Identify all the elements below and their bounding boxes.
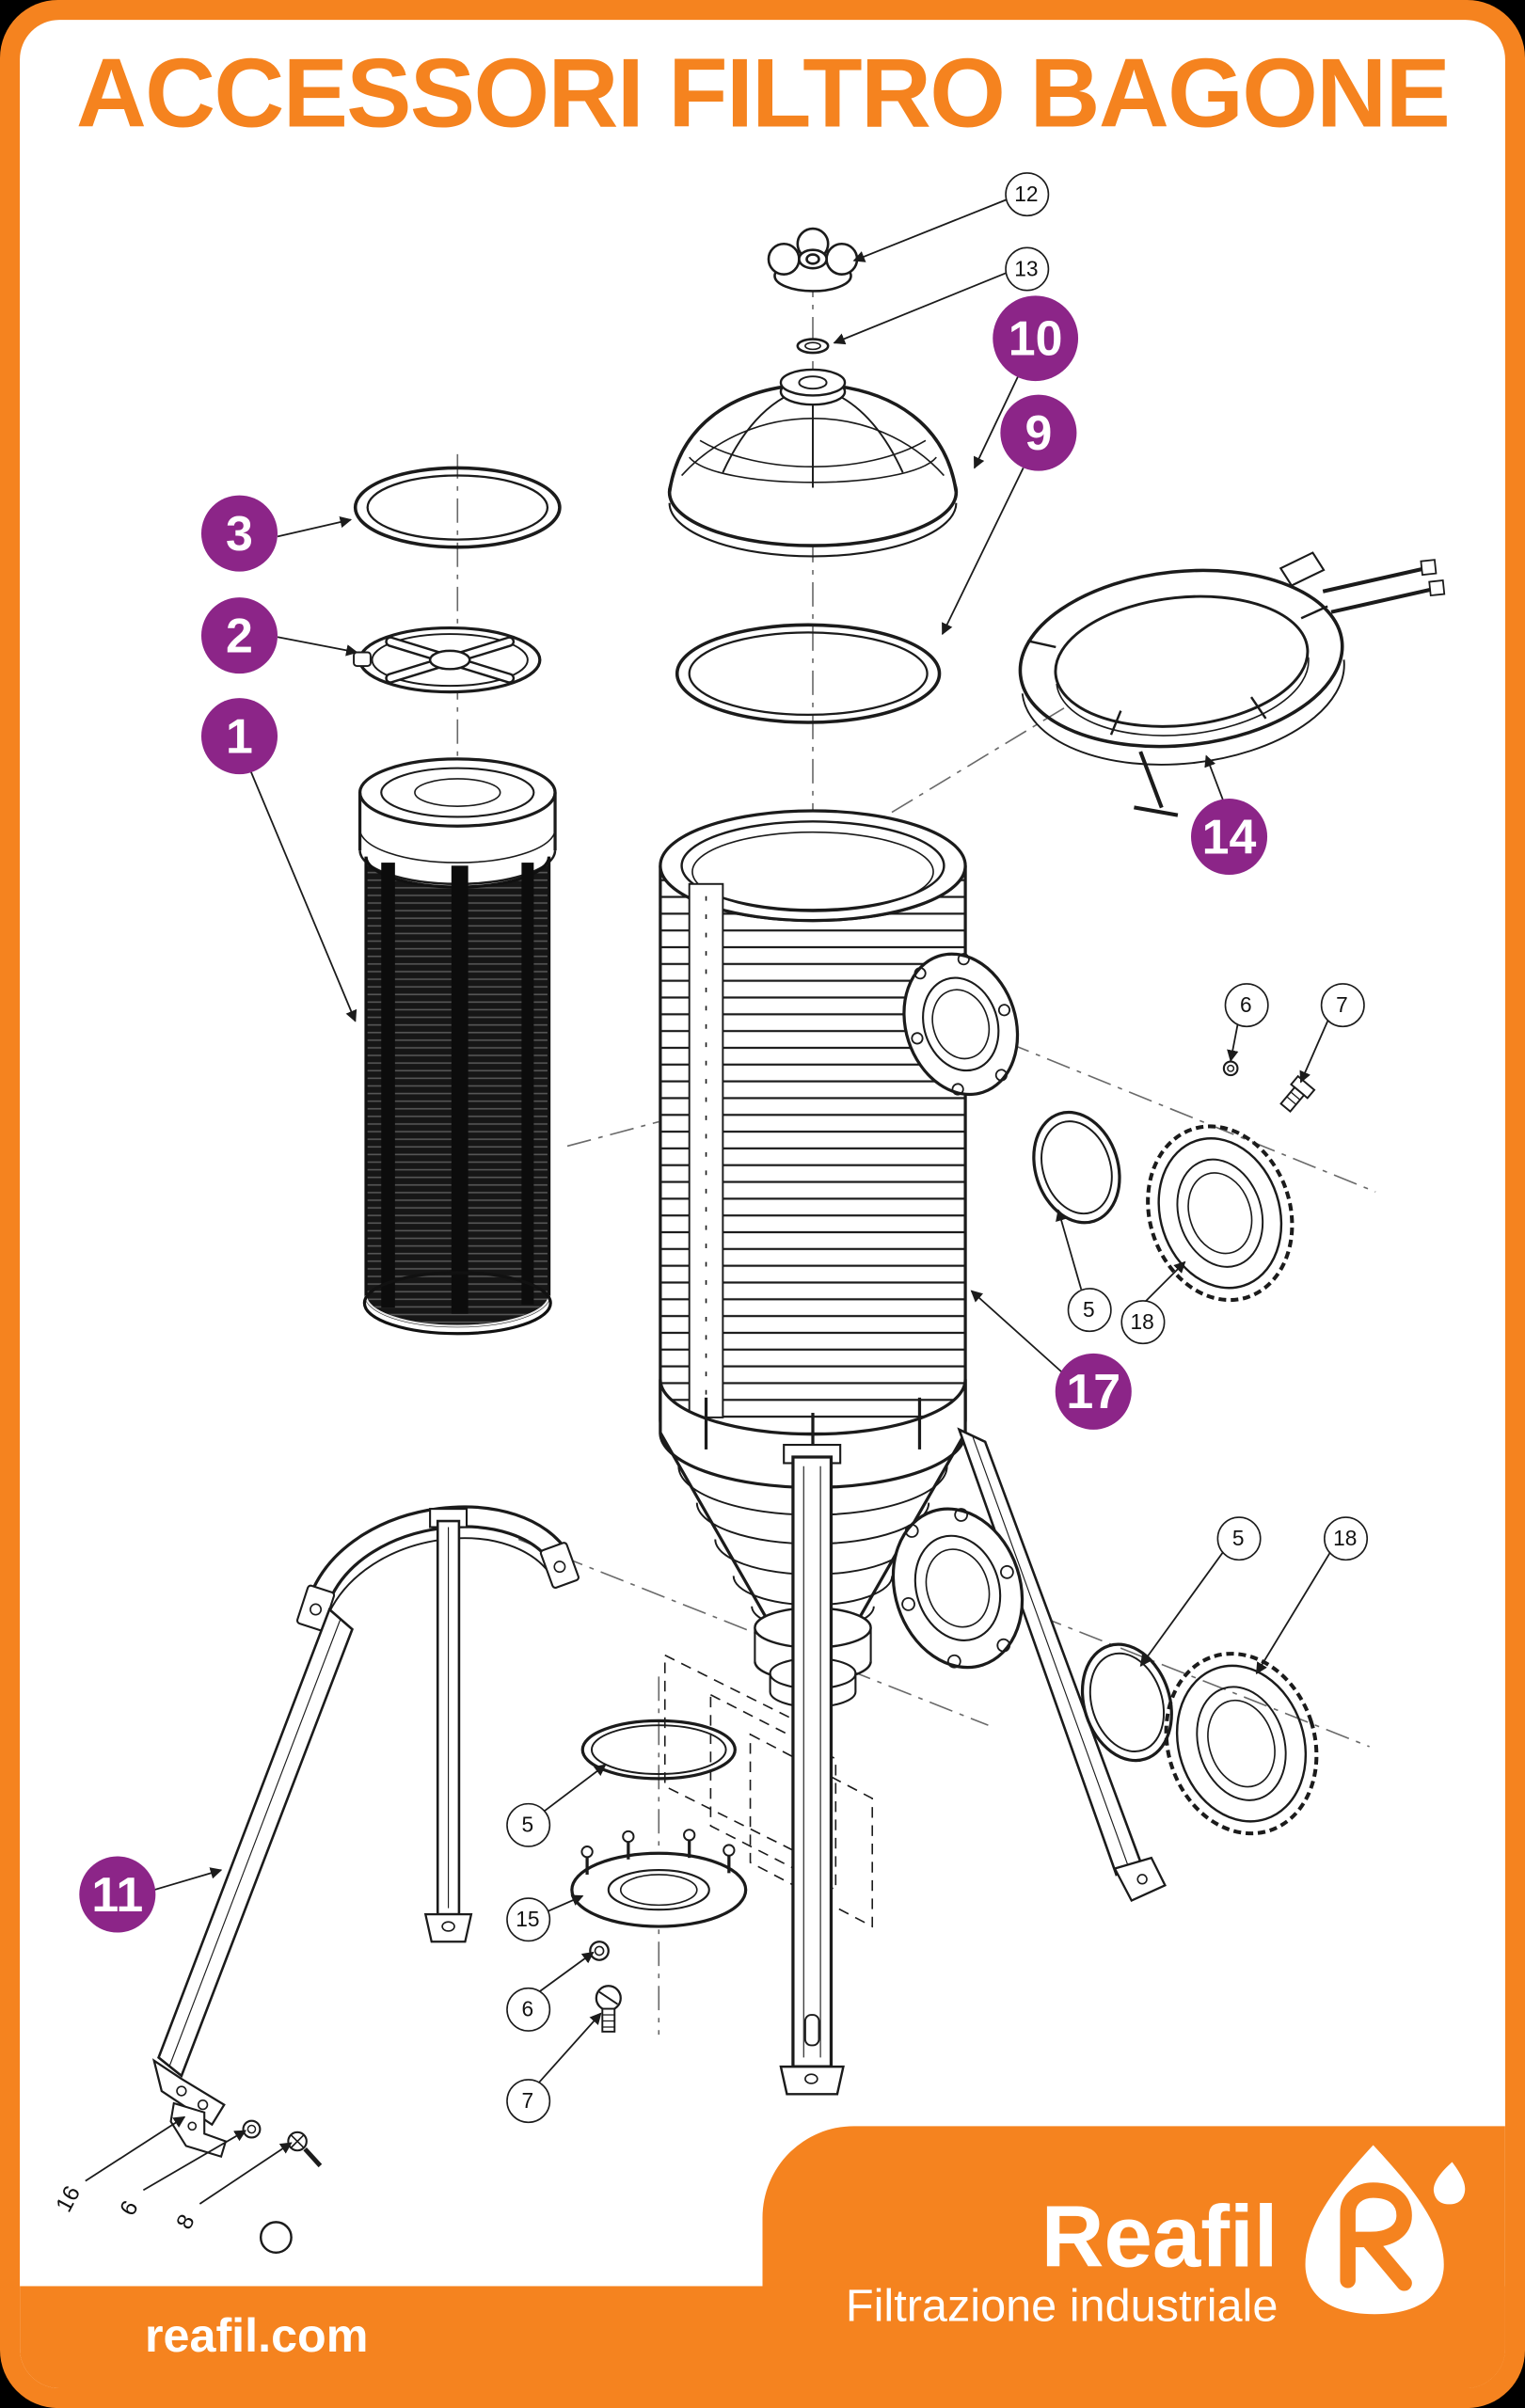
part-ref-12: 12 <box>1004 171 1049 216</box>
o-ring-3 <box>353 466 562 549</box>
callout-3: 3 <box>200 495 278 572</box>
website-link[interactable]: reafil.com <box>144 2308 369 2363</box>
callout-10: 10 <box>993 295 1079 382</box>
bolt-6-upper <box>1222 1060 1239 1077</box>
callout-14: 14 <box>1191 799 1268 876</box>
brand-name: Reafil <box>1040 2188 1279 2287</box>
support-legs-11 <box>151 1427 1167 2127</box>
callout-9: 9 <box>1000 394 1077 471</box>
lower-port-flange <box>891 1507 1025 1670</box>
o-ring-5-upper <box>1032 1110 1121 1225</box>
callout-11: 11 <box>79 1856 156 1933</box>
reafil-logo-icon <box>1305 2145 1466 2315</box>
screw-7-upper <box>1279 1074 1316 1114</box>
callout-17: 17 <box>1055 1353 1132 1430</box>
callout-2: 2 <box>200 597 278 674</box>
part-ref-18-upper: 18 <box>1120 1299 1165 1344</box>
lid-insert-2 <box>353 626 542 694</box>
part-ref-7-bottom: 7 <box>505 2078 550 2123</box>
brand-tagline: Filtrazione industriale <box>845 2281 1279 2333</box>
part-ref-7-upper: 7 <box>1319 982 1364 1027</box>
filter-cartridge-1 <box>357 757 557 1336</box>
o-ring-5-lower <box>1080 1642 1173 1763</box>
dome-lid-10 <box>667 368 959 558</box>
part-ref-5-lower: 5 <box>1215 1515 1261 1560</box>
part-ref-5-bottom: 5 <box>505 1802 550 1846</box>
washer-13 <box>796 338 830 355</box>
housing-body-17 <box>659 809 967 1708</box>
part-ref-13: 13 <box>1004 246 1049 291</box>
part-ref-6-upper: 6 <box>1223 982 1268 1027</box>
part-ref-15: 15 <box>505 1896 550 1941</box>
bottom-flange-15 <box>570 1719 748 2033</box>
leader-lines <box>85 198 1331 2205</box>
part-ref-18-lower: 18 <box>1323 1515 1368 1560</box>
upper-port-flange <box>902 952 1020 1097</box>
coupling-18-lower <box>1164 1652 1319 1836</box>
part-ref-5-upper: 5 <box>1066 1287 1111 1332</box>
callout-1: 1 <box>200 698 278 775</box>
page-title: ACCESSORI FILTRO BAGONE <box>75 38 1451 149</box>
o-ring-9 <box>675 623 942 724</box>
part-ref-6-bottom: 6 <box>505 1987 550 2032</box>
clamp-ring-14 <box>1018 551 1446 817</box>
knob-12 <box>767 227 859 293</box>
coupling-18-upper <box>1146 1124 1295 1303</box>
